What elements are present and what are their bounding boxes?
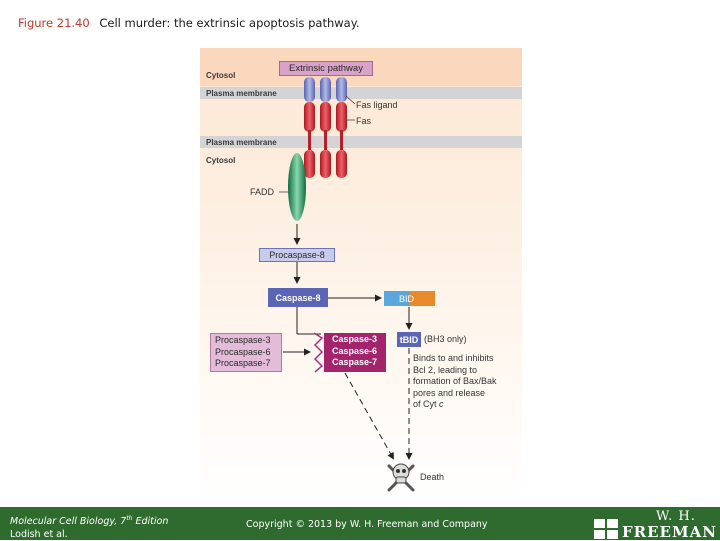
bid-box: BID (384, 291, 435, 306)
publisher-line-1: W. H. (656, 509, 696, 524)
footer-book-info: Molecular Cell Biology, 7th Edition Lodi… (10, 512, 168, 541)
top-cytosol-label: Cytosol (206, 71, 236, 80)
figure-title: Figure 21.40 Cell murder: the extrinsic … (18, 16, 360, 30)
copyright-text: Copyright © 2013 by W. H. Freeman and Co… (246, 519, 488, 530)
caspase-8-box: Caspase-8 (268, 288, 328, 307)
fas-ligand-subunit (336, 77, 347, 102)
figure-caption: Cell murder: the extrinsic apoptosis pat… (99, 16, 360, 30)
book-title: Molecular Cell Biology, 7 (10, 516, 127, 528)
fas-label: Fas (356, 116, 372, 126)
edition-sup: th (126, 515, 133, 522)
fas-ligand-subunit (304, 77, 315, 102)
cleavage-zigzag (313, 332, 324, 373)
binds-line-3: formation of Bax/Bak (413, 376, 497, 386)
binds-line-4: pores and release (413, 387, 486, 398)
top-plasma-membrane (200, 87, 522, 99)
binds-line-2: Bcl 2, leading to (413, 364, 478, 375)
fas-ligand-label: Fas ligand (356, 100, 398, 110)
fas-ligand-trimer (304, 77, 347, 102)
pathway-diagram (200, 48, 522, 500)
fas-receptor-segment (320, 102, 331, 132)
arrow-caspases-to-death (344, 372, 394, 460)
procaspase-6-label: Procaspase-6 (215, 346, 271, 357)
death-label: Death (420, 472, 445, 482)
procaspase-7-label: Procaspase-7 (215, 358, 271, 368)
fas-receptor-segment (336, 102, 347, 132)
procaspases-box: Procaspase-3 Procaspase-6 Procaspase-7 (210, 333, 282, 372)
fas-transmembrane (324, 130, 327, 150)
bh3-label: (BH3 only) (424, 334, 467, 344)
bottom-membrane-label: Plasma membrane (206, 138, 277, 147)
caspases-box: Caspase-3 Caspase-6 Caspase-7 (324, 333, 386, 372)
cyt-c-italic: c (439, 399, 444, 409)
binds-description: Binds to and inhibits Bcl 2, leading to … (413, 353, 519, 411)
caspase-3-label: Caspase-3 (332, 334, 378, 344)
fas-ligand-subunit (320, 77, 331, 102)
fas-ligand-leader (345, 95, 356, 105)
extrinsic-pathway-box: Extrinsic pathway (279, 61, 373, 76)
fas-death-domain (336, 150, 347, 178)
fas-transmembrane (340, 130, 343, 150)
bottom-plasma-membrane (200, 136, 522, 148)
caspase-7-label: Caspase-7 (332, 357, 378, 367)
binds-line-1: Binds to and inhibits (413, 353, 494, 363)
fas-receptor-segment (304, 102, 315, 132)
caspase-6-label: Caspase-6 (332, 345, 378, 356)
binds-line-5: of Cyt (413, 399, 440, 409)
skull-icon (387, 463, 415, 492)
fas-death-domain (304, 150, 315, 178)
fadd-shape (288, 153, 306, 221)
top-membrane-label: Plasma membrane (206, 89, 277, 98)
figure-number: Figure 21.40 (18, 16, 90, 30)
bottom-cytosol-label: Cytosol (206, 156, 236, 165)
fas-receptor-trimer (304, 102, 347, 178)
authors: Lodish et al. (10, 529, 68, 541)
edition-rest: Edition (132, 516, 169, 528)
tbid-box: tBID (397, 332, 421, 347)
publisher-mark-icon (594, 519, 618, 539)
publisher-logo: W. H. FREEMAN (594, 507, 718, 541)
fas-transmembrane (308, 130, 311, 150)
fas-death-domain (320, 150, 331, 178)
procaspase-3-label: Procaspase-3 (215, 335, 271, 345)
procaspase-8-box: Procaspase-8 (259, 248, 335, 262)
publisher-line-2: FREEMAN (622, 523, 717, 541)
fadd-label: FADD (250, 187, 275, 197)
